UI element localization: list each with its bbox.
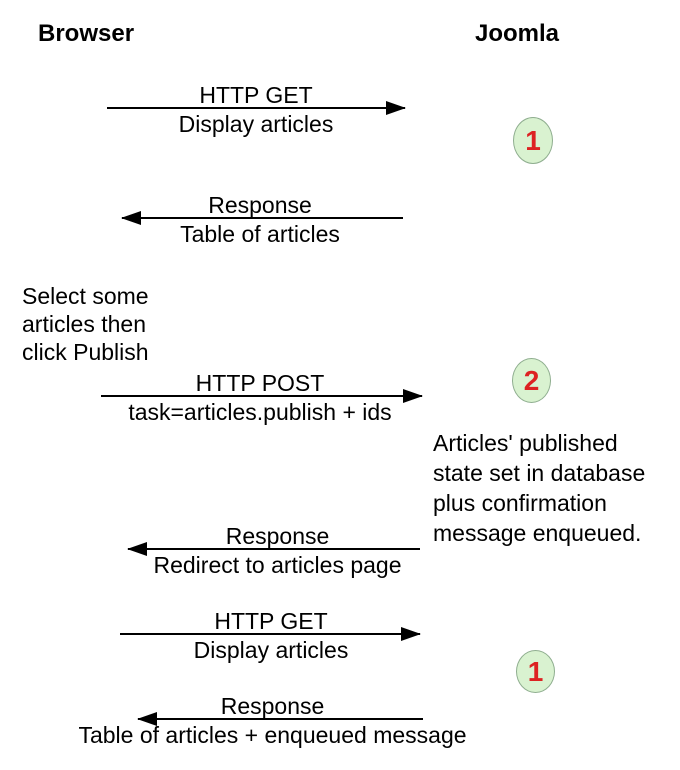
message-label-bottom: Table of articles: [180, 221, 340, 247]
message-label-bottom: Display articles: [178, 111, 334, 137]
arrow-head-left-icon: [137, 712, 157, 726]
note-line: Select some: [22, 283, 149, 309]
message-http-get-1: HTTP GET Display articles: [105, 82, 407, 139]
message-label-bottom: Display articles: [193, 637, 349, 663]
note-line: message enqueued.: [433, 520, 642, 546]
note-line: click Publish: [22, 339, 149, 365]
message-http-get-2: HTTP GET Display articles: [120, 608, 422, 665]
message-response-1: Response Table of articles: [110, 192, 410, 249]
arrow-head-left-icon: [121, 211, 141, 225]
message-response-redirect: Response Redirect to articles page: [125, 523, 430, 580]
step-number: 2: [523, 364, 540, 396]
arrow-head-right-icon: [386, 101, 406, 115]
message-label-bottom: Table of articles + enqueued message: [78, 722, 467, 748]
arrow-line: [127, 542, 420, 556]
arrow-head-right-icon: [401, 627, 421, 641]
step-badge-2: 2: [512, 358, 551, 403]
step-number: 1: [525, 124, 541, 156]
arrow-line: [121, 211, 403, 225]
message-label-top: HTTP GET: [199, 82, 313, 108]
arrow-head-right-icon: [403, 389, 423, 403]
message-label-top: HTTP GET: [214, 608, 328, 634]
note-line: articles then: [22, 311, 147, 337]
step-badge-1: 1: [513, 117, 553, 164]
message-label-top: Response: [225, 523, 330, 549]
message-label-bottom: task=articles.publish + ids: [128, 399, 392, 425]
message-response-final: Response Table of articles + enqueued me…: [60, 693, 485, 750]
actor-label-joomla: Joomla: [475, 20, 560, 47]
note-line: plus confirmation: [433, 490, 607, 516]
arrow-line: [101, 389, 423, 403]
message-label-bottom: Redirect to articles page: [153, 552, 402, 578]
message-http-post: HTTP POST task=articles.publish + ids: [95, 370, 425, 427]
step-number: 1: [527, 655, 544, 687]
arrow-head-left-icon: [127, 542, 147, 556]
note-articles-published: Articles' published state set in databas…: [433, 428, 645, 548]
arrow-line: [137, 712, 423, 726]
note-select-publish: Select some articles then click Publish: [22, 282, 149, 366]
note-line: state set in database: [433, 460, 646, 486]
arrow-line: [120, 627, 421, 641]
message-label-top: HTTP POST: [195, 370, 325, 396]
message-label-top: Response: [208, 192, 312, 218]
actor-label-browser: Browser: [38, 20, 135, 47]
message-label-top: Response: [220, 693, 325, 719]
arrow-line: [107, 101, 406, 115]
step-badge-3: 1: [516, 650, 555, 693]
note-line: Articles' published: [433, 430, 618, 456]
